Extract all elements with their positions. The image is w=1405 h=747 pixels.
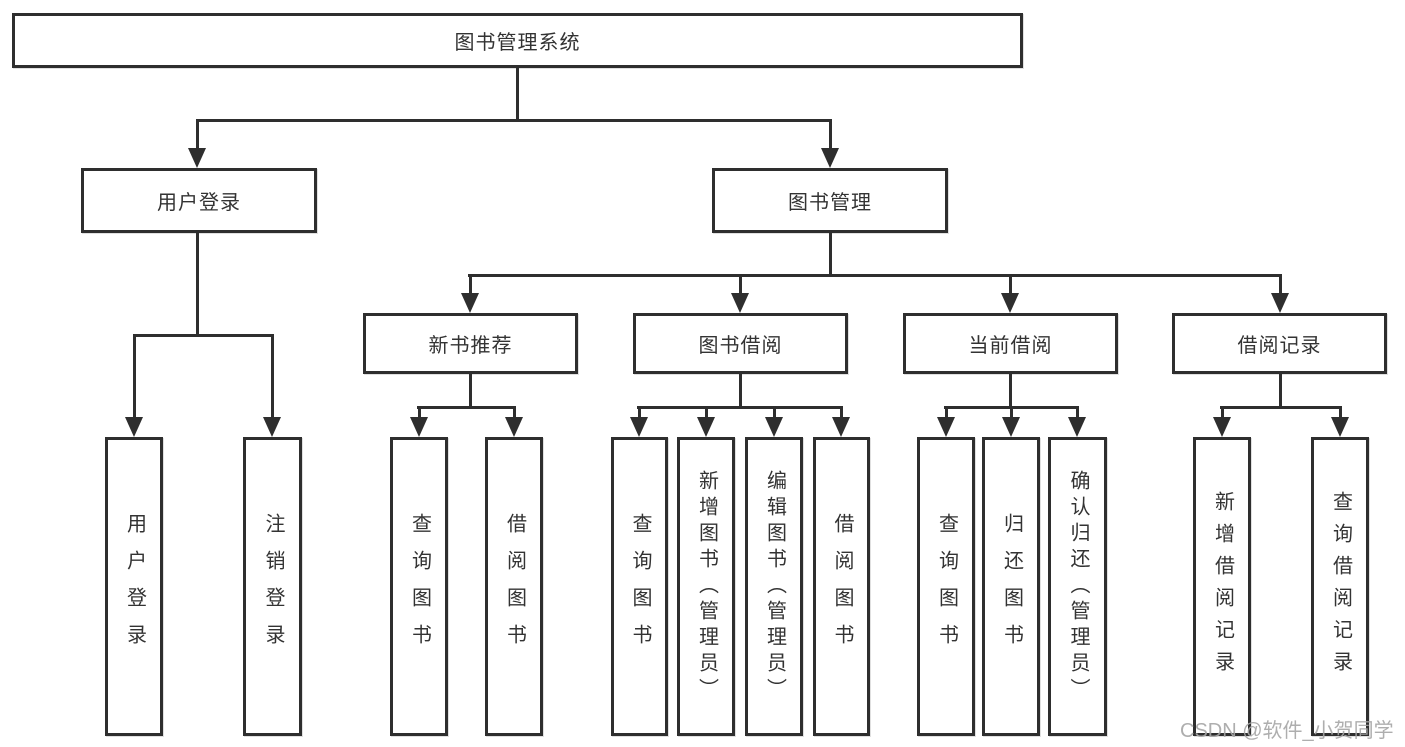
node-label: 图书借阅 — [698, 335, 783, 357]
node-label: 编辑图书（管理员） — [763, 469, 786, 704]
node-label: 用户登录 — [123, 512, 146, 661]
arrow-down-icon — [832, 417, 850, 437]
connector-line — [1009, 275, 1012, 295]
node-label: 借阅记录 — [1237, 335, 1322, 357]
connector-line — [1220, 406, 1342, 409]
arrow-down-icon — [1001, 293, 1019, 313]
connector-line — [638, 407, 641, 419]
connector-line — [468, 274, 1282, 277]
connector-line — [196, 119, 832, 122]
arrow-down-icon — [1213, 417, 1231, 437]
node-label: 新增图书（管理员） — [695, 469, 718, 704]
node-label: 归还图书 — [1000, 512, 1023, 661]
connector-line — [133, 335, 136, 419]
connector-line — [945, 407, 948, 419]
arrow-down-icon — [731, 293, 749, 313]
connector-line — [513, 407, 516, 419]
arrow-down-icon — [410, 417, 428, 437]
connector-line — [271, 335, 274, 419]
node-label: 查询图书 — [935, 512, 958, 661]
connector-line — [829, 120, 832, 150]
arrow-down-icon — [505, 417, 523, 437]
node-label: 查询借阅记录 — [1329, 490, 1352, 683]
connector-line — [1279, 374, 1282, 409]
leaf-query-borrow-record: 查询借阅记录 — [1311, 437, 1369, 736]
connector-line — [637, 406, 843, 409]
connector-line — [1279, 275, 1282, 295]
node-label: 注销登录 — [262, 512, 284, 661]
node-label: 用户登录 — [157, 192, 241, 214]
leaf-user-login: 用户登录 — [105, 437, 163, 736]
arrow-down-icon — [1068, 417, 1086, 437]
node-user-login: 用户登录 — [81, 168, 317, 233]
node-label: 确认归还（管理员） — [1067, 469, 1089, 704]
connector-line — [739, 275, 742, 295]
node-label: 新增借阅记录 — [1211, 490, 1234, 683]
connector-line — [469, 275, 472, 295]
leaf-query-books-recommend: 查询图书 — [390, 437, 448, 736]
arrow-down-icon — [188, 148, 206, 168]
connector-line — [1221, 407, 1224, 419]
connector-line — [1010, 407, 1013, 419]
connector-line — [196, 120, 199, 150]
connector-line — [705, 407, 708, 419]
arrow-down-icon — [263, 417, 281, 437]
arrow-down-icon — [1331, 417, 1349, 437]
node-label: 查询图书 — [408, 512, 431, 661]
arrow-down-icon — [697, 417, 715, 437]
node-new-book-recommend: 新书推荐 — [363, 313, 578, 374]
leaf-logout: 注销登录 — [243, 437, 302, 736]
arrow-down-icon — [821, 148, 839, 168]
connector-line — [829, 232, 832, 277]
node-label: 图书管理 — [788, 192, 872, 214]
connector-line — [944, 406, 1079, 409]
connector-line — [469, 374, 472, 409]
csdn-watermark: CSDN @软件_小贺同学 — [1180, 720, 1394, 742]
leaf-edit-book-admin: 编辑图书（管理员） — [745, 437, 803, 736]
arrow-down-icon — [937, 417, 955, 437]
connector-line — [840, 407, 843, 419]
node-book-management: 图书管理 — [712, 168, 948, 233]
node-library-management-system: 图书管理系统 — [12, 13, 1023, 68]
connector-line — [417, 406, 516, 409]
connector-line — [1076, 407, 1079, 419]
leaf-query-books-current: 查询图书 — [917, 437, 975, 736]
arrow-down-icon — [461, 293, 479, 313]
connector-line — [196, 233, 199, 337]
connector-line — [418, 407, 421, 419]
node-borrowing-records: 借阅记录 — [1172, 313, 1387, 374]
connector-line — [1339, 407, 1342, 419]
arrow-down-icon — [1271, 293, 1289, 313]
arrow-down-icon — [630, 417, 648, 437]
leaf-add-borrow-record: 新增借阅记录 — [1193, 437, 1251, 736]
node-label: 新书推荐 — [428, 335, 513, 357]
node-label: 借阅图书 — [503, 512, 526, 661]
leaf-confirm-return-admin: 确认归还（管理员） — [1048, 437, 1107, 736]
node-book-borrowing: 图书借阅 — [633, 313, 848, 374]
connector-line — [133, 334, 274, 337]
leaf-borrow-books-borrowing: 借阅图书 — [813, 437, 870, 736]
node-label: 当前借阅 — [968, 335, 1053, 357]
node-current-borrowing: 当前借阅 — [903, 313, 1118, 374]
node-label: 图书管理系统 — [454, 32, 581, 54]
connector-line — [739, 374, 742, 409]
leaf-return-book: 归还图书 — [982, 437, 1040, 736]
connector-line — [1009, 374, 1012, 409]
leaf-query-books-borrowing: 查询图书 — [611, 437, 668, 736]
connector-line — [773, 407, 776, 419]
connector-line — [516, 68, 519, 122]
arrow-down-icon — [1002, 417, 1020, 437]
leaf-borrow-books-recommend: 借阅图书 — [485, 437, 543, 736]
node-label: 查询图书 — [629, 512, 651, 661]
arrow-down-icon — [125, 417, 143, 437]
leaf-add-book-admin: 新增图书（管理员） — [677, 437, 735, 736]
arrow-down-icon — [765, 417, 783, 437]
node-label: 借阅图书 — [831, 512, 853, 661]
